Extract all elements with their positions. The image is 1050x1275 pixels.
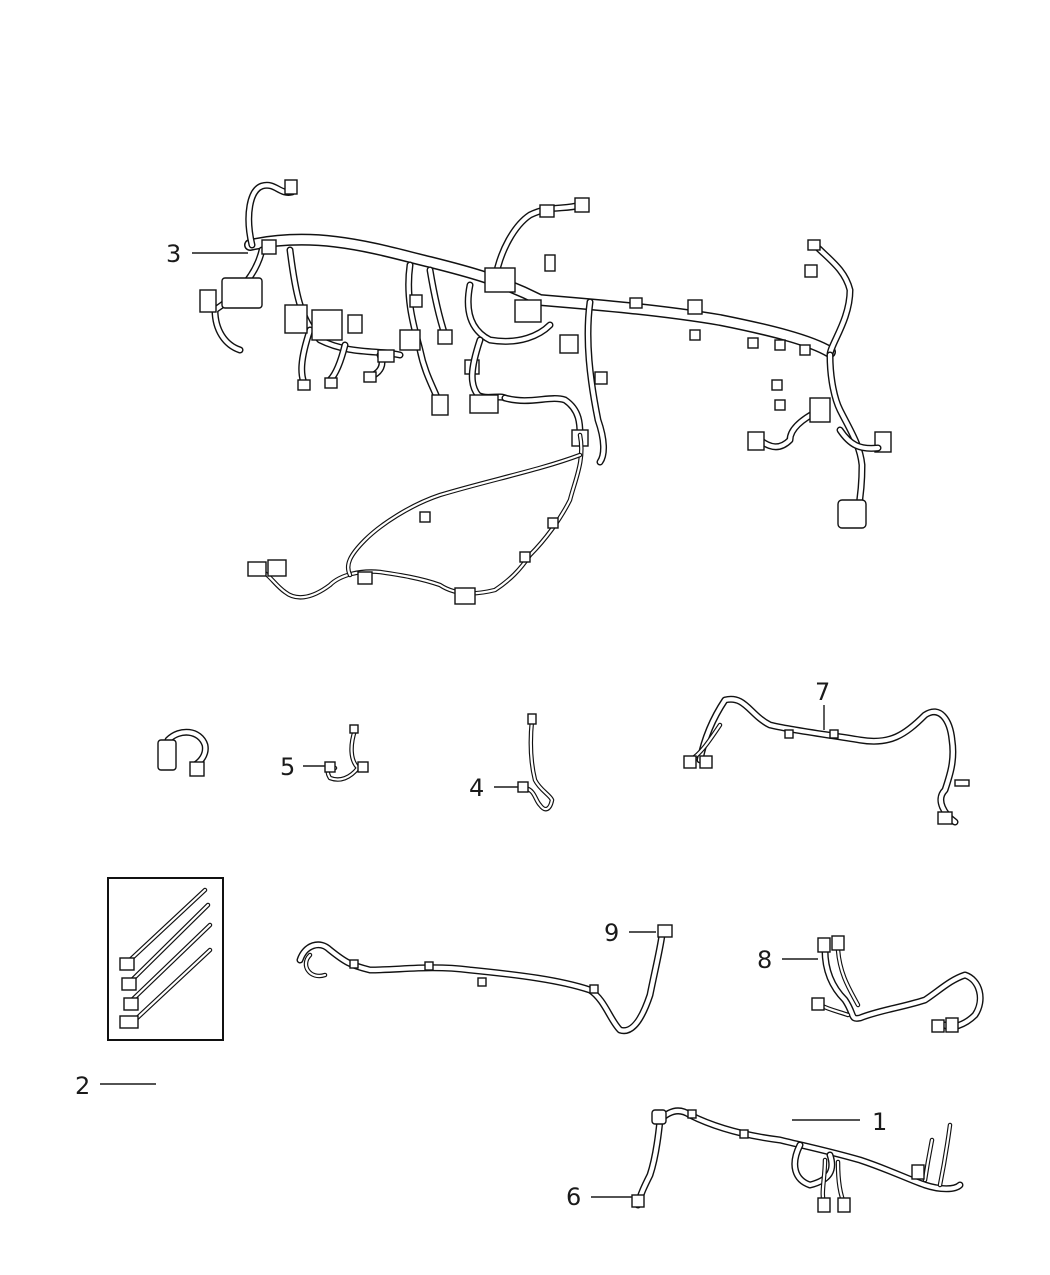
callout-label-2: 2 xyxy=(75,1072,90,1100)
jumper-harness-4 xyxy=(517,713,555,812)
callout-label-8: 8 xyxy=(757,946,772,974)
jumper-harness-1 xyxy=(656,1107,964,1213)
instrument-panel-harness xyxy=(199,179,892,605)
jumper-harness-7 xyxy=(683,695,970,826)
jumper-harness-5 xyxy=(324,724,369,782)
callout-2: 2 xyxy=(75,1072,156,1100)
callout-label-5: 5 xyxy=(280,753,295,781)
pigtail-connector xyxy=(157,728,209,777)
callout-label-7: 7 xyxy=(815,678,830,706)
callout-1: 1 xyxy=(792,1108,887,1136)
callout-4: 4 xyxy=(469,774,518,802)
callout-label-9: 9 xyxy=(604,919,619,947)
jumper-harness-8 xyxy=(811,935,984,1033)
callout-label-1: 1 xyxy=(872,1108,887,1136)
wire-repair-kit xyxy=(107,877,224,1041)
callout-3: 3 xyxy=(166,240,248,268)
callout-label-6: 6 xyxy=(566,1183,581,1211)
callout-label-4: 4 xyxy=(469,774,484,802)
kit-frame xyxy=(107,877,224,1041)
callout-6: 6 xyxy=(566,1183,632,1211)
callout-9: 9 xyxy=(604,919,656,947)
callout-label-3: 3 xyxy=(166,240,181,268)
callout-7: 7 xyxy=(815,678,830,730)
jumper-harness-9 xyxy=(296,924,673,1035)
callout-5: 5 xyxy=(280,753,325,781)
jumper-harness-6 xyxy=(631,1109,667,1209)
callout-8: 8 xyxy=(757,946,818,974)
